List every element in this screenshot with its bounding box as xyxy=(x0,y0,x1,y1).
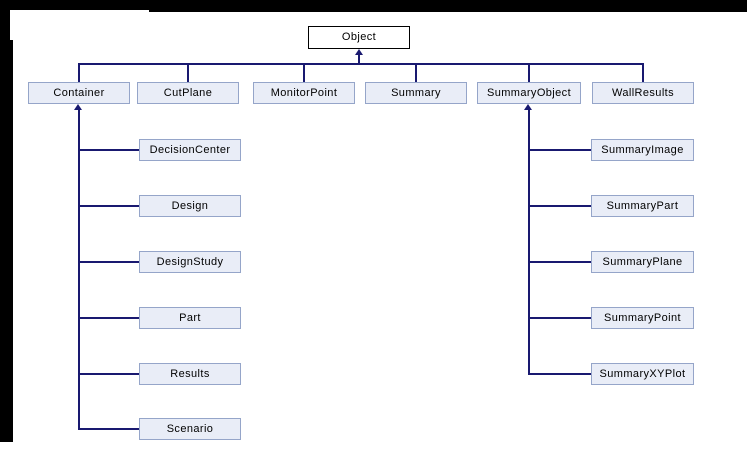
inheritance-up-arrow-icon-container xyxy=(74,104,82,110)
node-summaryimage[interactable]: SummaryImage xyxy=(591,139,694,161)
edge-container-spine xyxy=(78,110,80,430)
node-design[interactable]: Design xyxy=(139,195,241,217)
edge-drop-monitorpoint xyxy=(303,65,305,82)
edge-branch-results xyxy=(78,373,139,375)
edge-branch-part xyxy=(78,317,139,319)
edge-branch-designstudy xyxy=(78,261,139,263)
edge-drop-wallresults xyxy=(642,65,644,82)
node-cutplane[interactable]: CutPlane xyxy=(137,82,239,104)
edge-drop-container xyxy=(78,65,80,82)
edge-summaryobject-spine xyxy=(528,110,530,375)
edge-object-stem xyxy=(358,54,360,63)
edge-branch-summaryplane xyxy=(528,261,591,263)
node-monitorpoint[interactable]: MonitorPoint xyxy=(253,82,355,104)
node-summaryxyplot[interactable]: SummaryXYPlot xyxy=(591,363,694,385)
node-part[interactable]: Part xyxy=(139,307,241,329)
edge-branch-summarypoint xyxy=(528,317,591,319)
edge-branch-decisioncenter xyxy=(78,149,139,151)
node-summarypart[interactable]: SummaryPart xyxy=(591,195,694,217)
edge-branch-summaryxyplot xyxy=(528,373,591,375)
node-summarypoint[interactable]: SummaryPoint xyxy=(591,307,694,329)
edge-drop-summary xyxy=(415,65,417,82)
edge-branch-scenario xyxy=(78,428,139,430)
node-object: Object xyxy=(308,26,410,49)
edge-drop-cutplane xyxy=(187,65,189,82)
node-scenario[interactable]: Scenario xyxy=(139,418,241,440)
screen-artifact-notch xyxy=(10,10,149,12)
node-decisioncenter[interactable]: DecisionCenter xyxy=(139,139,241,161)
edge-branch-summaryimage xyxy=(528,149,591,151)
screen-artifact-left-upper xyxy=(0,0,10,40)
screen-artifact-top-bar xyxy=(0,0,747,12)
inheritance-up-arrow-icon-summaryobject xyxy=(524,104,532,110)
node-summaryplane[interactable]: SummaryPlane xyxy=(591,251,694,273)
node-wallresults[interactable]: WallResults xyxy=(592,82,694,104)
edge-trunk-horizontal xyxy=(78,63,644,65)
edge-branch-summarypart xyxy=(528,205,591,207)
node-designstudy[interactable]: DesignStudy xyxy=(139,251,241,273)
node-summaryobject[interactable]: SummaryObject xyxy=(477,82,581,104)
edge-branch-design xyxy=(78,205,139,207)
screen-artifact-left-column xyxy=(0,40,13,442)
node-container[interactable]: Container xyxy=(28,82,130,104)
node-results[interactable]: Results xyxy=(139,363,241,385)
edge-drop-summaryobject xyxy=(528,65,530,82)
inheritance-up-arrow-icon-object xyxy=(355,49,363,55)
node-summary[interactable]: Summary xyxy=(365,82,467,104)
